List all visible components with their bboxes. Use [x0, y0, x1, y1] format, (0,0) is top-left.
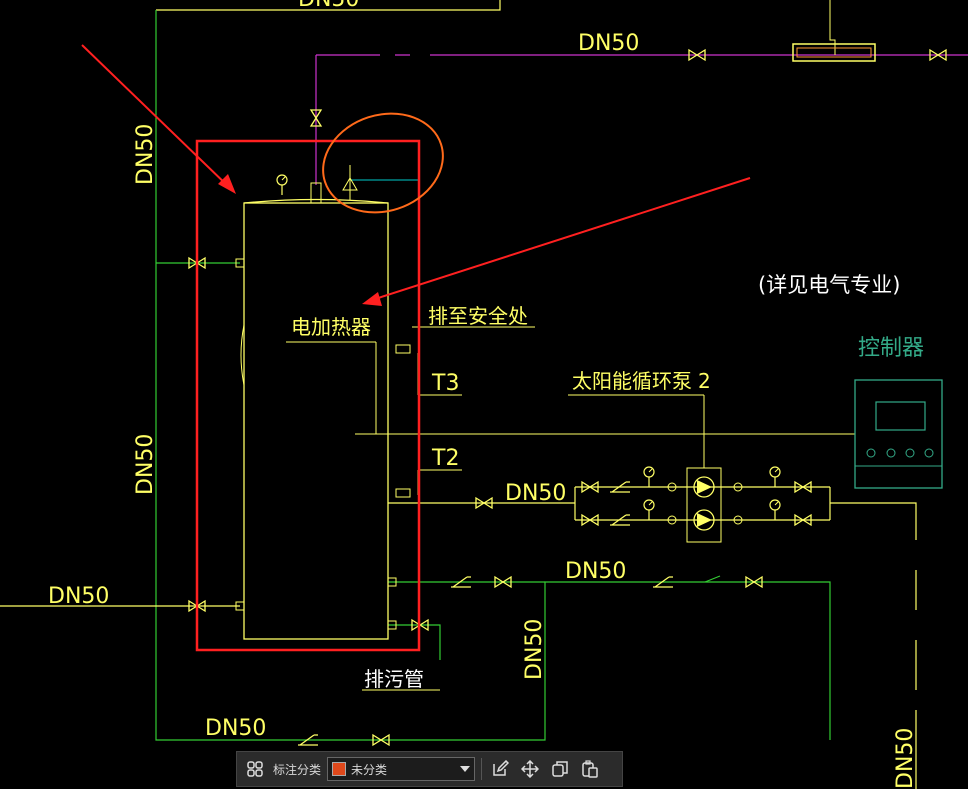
category-color-swatch — [332, 762, 347, 776]
pipe-label-top-right: DN50 — [578, 31, 639, 56]
toolbar-divider — [481, 758, 483, 780]
pipe-label-bottom-middle: DN50 — [565, 559, 626, 584]
valves — [188, 49, 947, 746]
move-icon[interactable] — [518, 757, 542, 781]
category-select-value: 未分类 — [351, 762, 388, 777]
annotation-toolbar: 标注分类 未分类 — [236, 751, 623, 787]
pipe-label-bottom-vertical: DN50 — [522, 619, 547, 680]
category-select[interactable]: 未分类 — [327, 757, 476, 781]
pipe-label-right-vertical: DN50 — [893, 728, 918, 789]
pipe-label-top-clip: DN50 — [298, 0, 359, 12]
annotation-electric-note: (详见电气专业) — [758, 273, 900, 297]
circulation-pumps[interactable] — [667, 395, 743, 543]
annotation-solar-pump: 太阳能循环泵 — [572, 369, 692, 393]
air-separator — [792, 43, 876, 62]
controller-unit[interactable] — [854, 379, 943, 489]
pipe-label-left-vertical-lower: DN50 — [133, 434, 158, 495]
grid-icon[interactable] — [243, 757, 267, 781]
pipe-label-pump-inlet: DN50 — [505, 481, 566, 506]
annotation-t3: T3 — [431, 371, 459, 396]
paste-icon[interactable] — [578, 757, 602, 781]
pipe-label-left-vertical-upper: DN50 — [133, 124, 158, 185]
copy-icon[interactable] — [548, 757, 572, 781]
annotation-drain-pipe: 排污管 — [364, 667, 424, 691]
annotation-pump-count: 2 — [698, 369, 711, 393]
pipe-label-left-inlet: DN50 — [48, 584, 109, 609]
chevron-down-icon — [460, 766, 471, 772]
toolbar-category-label: 标注分类 — [273, 762, 322, 777]
annotation-t2: T2 — [431, 446, 459, 471]
annotation-discharge-safe: 排至安全处 — [428, 304, 528, 328]
annotation-controller: 控制器 — [858, 336, 924, 361]
annotation-electric-heater: 电加热器 — [291, 315, 371, 339]
edit-icon[interactable] — [488, 757, 512, 781]
pipe-label-bottom-left: DN50 — [205, 716, 266, 741]
water-tank[interactable] — [235, 165, 411, 640]
review-markup — [81, 44, 751, 652]
